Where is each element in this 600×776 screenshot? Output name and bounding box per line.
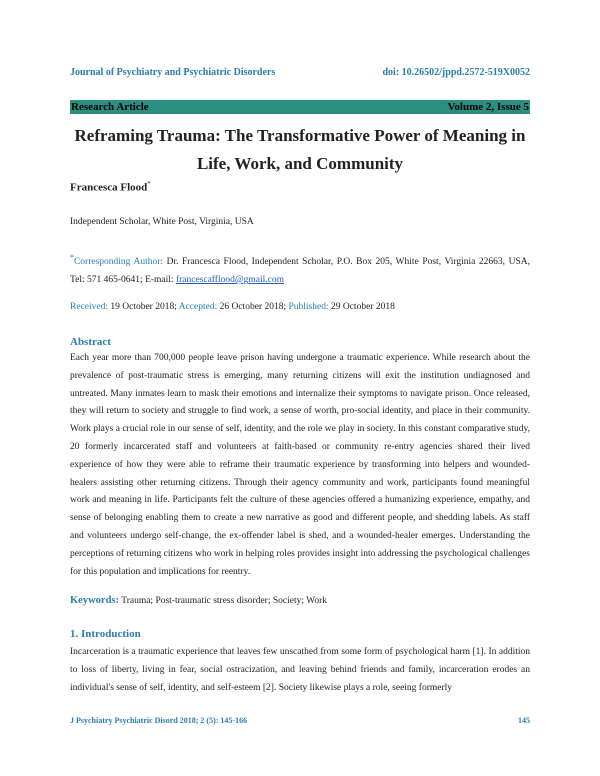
introduction-text: Incarceration is a traumatic experience … <box>70 647 530 693</box>
received-date: 19 October 2018; <box>110 302 177 312</box>
footer-citation: J Psychiatry Psychiatric Disord 2018; 2 … <box>70 716 248 725</box>
author-mark: * <box>147 180 151 188</box>
accepted-label: Accepted: <box>178 302 218 312</box>
keywords: Keywords: Trauma; Post-traumatic stress … <box>70 595 327 606</box>
page-number: 145 <box>518 716 530 725</box>
corresponding-author: *Corresponding Author: Dr. Francesca Flo… <box>70 249 530 289</box>
introduction-heading: 1. Introduction <box>70 628 141 640</box>
corresponding-mark: * <box>70 253 74 262</box>
doi[interactable]: doi: 10.26502/jppd.2572-519X0052 <box>382 67 530 78</box>
paper-title: Reframing Trauma: The Transformative Pow… <box>74 126 526 173</box>
publication-dates: Received: 19 October 2018; Accepted: 26 … <box>70 302 395 312</box>
published-label: Published: <box>288 302 329 312</box>
published-date: 29 October 2018 <box>330 302 395 312</box>
journal-name: Journal of Psychiatry and Psychiatric Di… <box>70 67 276 78</box>
article-type-bar: Research Article Volume 2, Issue 5 <box>70 100 530 114</box>
abstract-heading: Abstract <box>70 336 111 348</box>
author: Francesca Flood* <box>70 180 151 194</box>
affiliation: Independent Scholar, White Post, Virgini… <box>70 217 254 227</box>
volume-issue: Volume 2, Issue 5 <box>447 101 530 113</box>
keywords-text: Trauma; Post-traumatic stress disorder; … <box>121 596 328 606</box>
abstract-text: Each year more than 700,000 people leave… <box>70 353 530 577</box>
corresponding-text: Dr. Francesca Flood, Independent Scholar… <box>70 257 530 286</box>
received-label: Received: <box>70 302 108 312</box>
accepted-date: 26 October 2018; <box>219 302 287 312</box>
journal-header: Journal of Psychiatry and Psychiatric Di… <box>70 67 530 78</box>
corresponding-label: Corresponding Author: <box>73 257 164 268</box>
author-name: Francesca Flood <box>70 181 148 194</box>
page-footer: J Psychiatry Psychiatric Disord 2018; 2 … <box>70 716 530 725</box>
keywords-label: Keywords: <box>70 595 119 606</box>
email-link[interactable]: francescafflood@gmail.com <box>175 275 284 286</box>
article-type: Research Article <box>71 101 149 113</box>
